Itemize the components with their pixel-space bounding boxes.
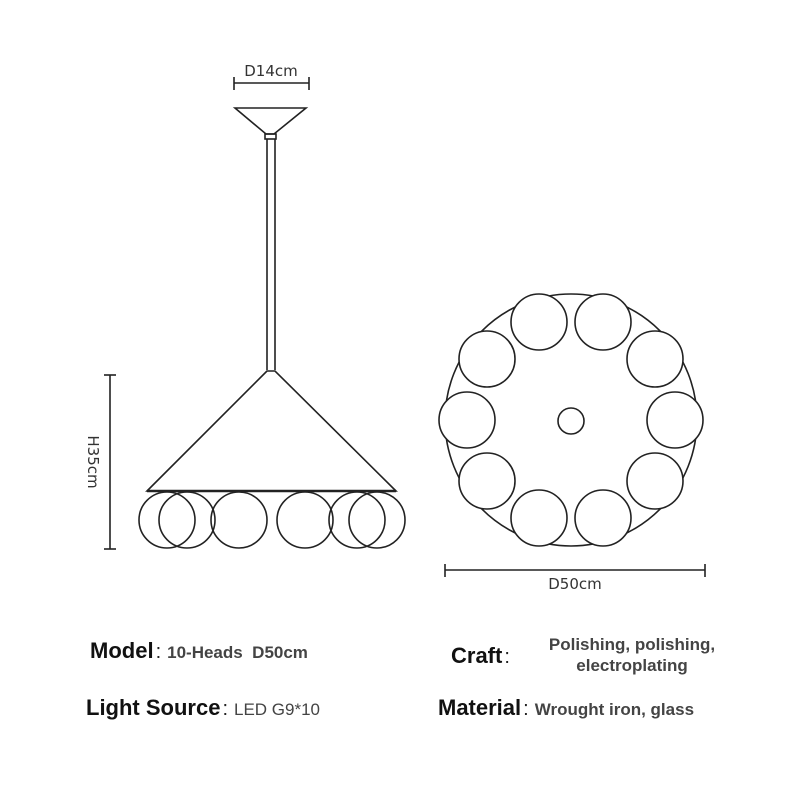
height-dimension-line [104,374,116,550]
spec-model: Model:10-Heads D50cm [90,638,308,664]
spec-material-label: Material [438,695,522,720]
top-view-globes [438,293,704,547]
spec-model-value: 10-Heads D50cm [167,643,308,662]
spec-model-colon: : [155,641,162,663]
spec-model-label: Model [90,638,154,663]
spec-light-source: Light Source: LED G9*10 [86,695,320,721]
spec-craft-value-line2: electroplating [576,656,688,675]
suspension-rod [266,139,276,370]
cone-shade [145,370,398,492]
diameter-dimension-line [444,564,706,577]
spec-material-value: Wrought iron, glass [534,700,695,719]
spec-craft-colon: : [504,646,510,668]
spec-material-colon: : [523,698,529,720]
diameter-label: D50cm [548,575,602,593]
canopy-diameter-label: D14cm [244,62,298,80]
spec-craft: Craft: [451,643,516,669]
canopy-dimension-line [233,77,310,90]
side-view-globes [138,491,406,549]
spec-light-source-label: Light Source [86,695,221,720]
ceiling-canopy [232,107,309,135]
spec-material: Material: Wrought iron, glass [438,695,694,721]
spec-craft-label: Craft [451,643,503,668]
spec-light-source-colon: : [222,698,229,720]
center-canopy-circle [557,407,585,435]
spec-light-source-value: LED G9*10 [234,700,321,719]
spec-craft-value-line1: Polishing, polishing, [548,635,716,654]
height-label: H35cm [84,435,102,488]
spec-craft-value: Polishing, polishing, electroplating [532,634,732,676]
